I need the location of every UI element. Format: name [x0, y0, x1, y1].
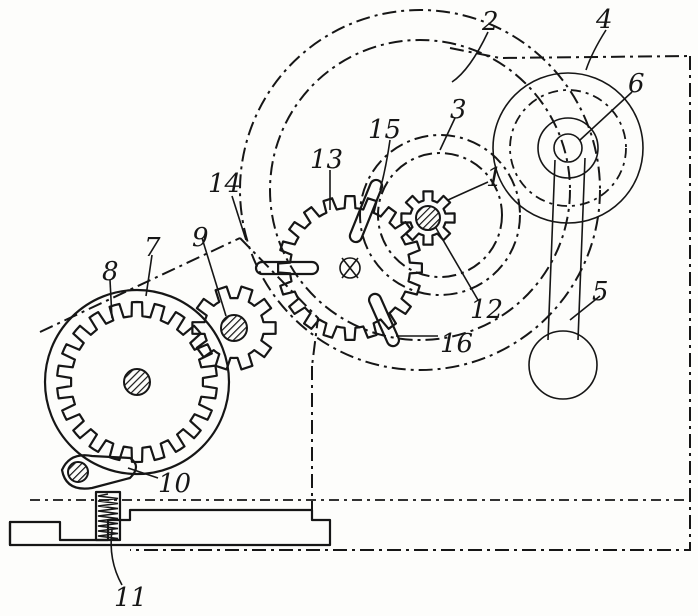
ring-gear-shaft [123, 368, 151, 396]
frame-lever-arm-edge [239, 237, 320, 367]
pin-16 [367, 292, 401, 348]
wheel-4-outer [492, 72, 644, 224]
gear-13-hub [339, 257, 361, 279]
spring-11-coil [97, 493, 119, 541]
pinion-1 [400, 190, 456, 246]
leader-lines [109, 29, 633, 586]
label-12: 12 [470, 295, 503, 325]
pawl-10-body [60, 454, 138, 490]
gear-13-hub-mark [341, 257, 359, 279]
pinion-9 [191, 285, 277, 371]
label-1: 1 [486, 163, 503, 193]
pin-15 [348, 178, 384, 244]
label-3: 3 [450, 95, 467, 125]
label-16: 16 [440, 329, 473, 359]
wheel-4-group [492, 72, 644, 400]
wheel-3-outer [359, 134, 521, 296]
label-4: 4 [595, 5, 613, 35]
pinion-1-outline [400, 190, 456, 246]
hub-6-outer [537, 117, 599, 179]
leader-15 [379, 139, 391, 191]
label-5: 5 [592, 277, 609, 307]
leader-14 [231, 195, 247, 241]
hub-6-inner [553, 133, 583, 163]
pinion-9-shaft [220, 314, 248, 342]
leader-5 [569, 295, 601, 321]
pawl-10 [60, 454, 138, 490]
shaft-12 [415, 205, 441, 231]
ring-gear-7-teeth [56, 300, 218, 464]
frame-inner-step [311, 366, 330, 521]
spring-11 [94, 490, 122, 542]
frame-top-edge [449, 47, 691, 60]
base-outline [8, 508, 332, 547]
label-15: 15 [368, 115, 401, 145]
leader-11 [110, 529, 123, 586]
pinion-9-outline [191, 285, 277, 371]
leader-10 [127, 467, 159, 479]
label-6: 6 [628, 69, 645, 99]
reference-numerals: 2 4 6 3 15 13 14 1 12 16 5 9 7 8 10 11 [102, 5, 645, 613]
wheel-2-inner [269, 39, 571, 341]
label-9: 9 [192, 223, 209, 253]
pawl-10-pivot [67, 461, 89, 483]
label-10: 10 [158, 469, 191, 499]
label-14: 14 [208, 169, 241, 199]
lever-5-weight [528, 330, 598, 400]
leader-8 [109, 279, 113, 319]
label-11: 11 [114, 583, 147, 613]
leader-4 [585, 29, 607, 71]
pins [254, 178, 401, 348]
leader-7 [145, 254, 153, 297]
label-2: 2 [481, 7, 499, 37]
wheel-2-outer [239, 9, 601, 371]
leader-9 [201, 237, 227, 317]
ring-gear-7-rim [43, 288, 231, 476]
leader-12 [435, 227, 479, 301]
pin-14 [254, 260, 320, 276]
wheel-4-inner [509, 89, 627, 207]
label-8: 8 [102, 257, 119, 287]
label-13: 13 [310, 145, 343, 175]
leader-2 [451, 31, 489, 83]
frame-right-bottom-edge [130, 56, 691, 551]
label-7: 7 [144, 233, 161, 263]
ring-gear-7 [43, 288, 231, 476]
leader-1 [447, 181, 489, 201]
leader-3 [439, 117, 456, 151]
base-plate [8, 508, 332, 547]
leader-6 [579, 91, 633, 141]
lever-5-arm [547, 157, 586, 341]
